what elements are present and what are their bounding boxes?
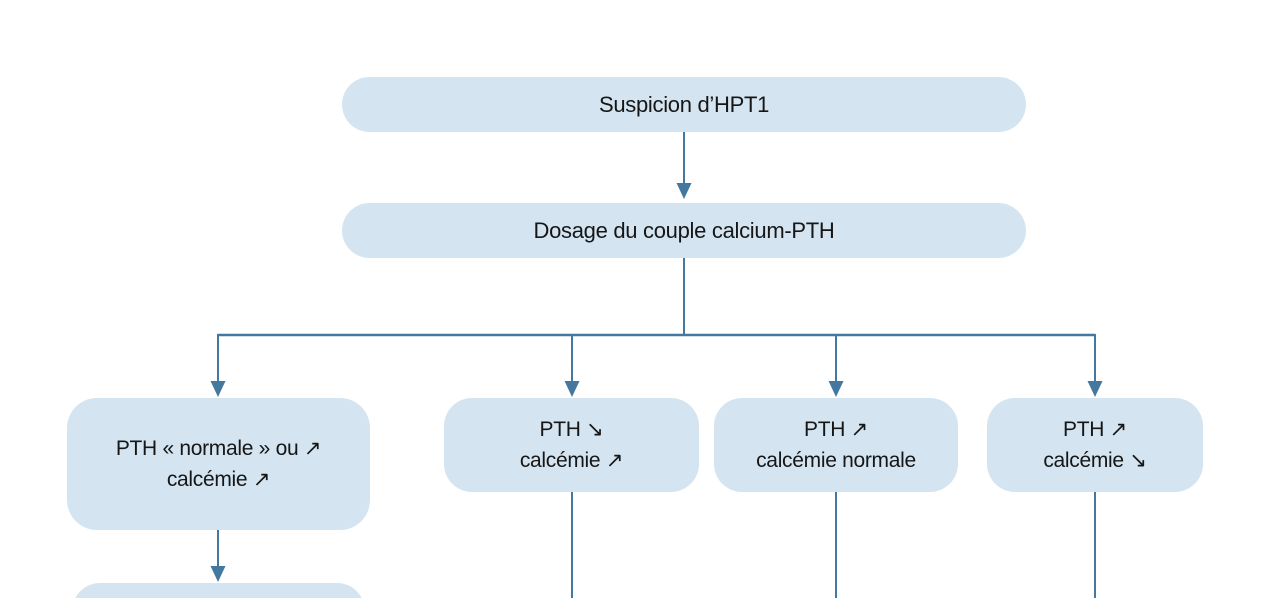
node-label-line2: calcémie normale	[756, 449, 916, 472]
node-branch1-child-partial	[72, 583, 365, 598]
node-label-line2: calcémie ↗	[166, 468, 271, 491]
arrowhead-down-icon	[210, 381, 226, 397]
node-pth-haute-calcemie-basse: PTH ↗ calcémie ↘	[987, 398, 1203, 492]
node-pth-normale-calcemie-haute: PTH « normale » ou ↗ calcémie ↗	[67, 398, 370, 530]
arrowhead-down-icon	[828, 381, 844, 397]
node-label-line1: PTH ↗	[1063, 418, 1127, 441]
node-label-line2: calcémie ↘	[1043, 449, 1147, 472]
arrowhead-down-icon	[1087, 381, 1103, 397]
node-label: Suspicion d’HPT1	[598, 91, 770, 117]
node-label-line1: PTH ↘	[539, 418, 604, 441]
node-label-line2: calcémie ↗	[519, 449, 624, 472]
arrowhead-down-icon	[564, 381, 580, 397]
node-suspicion-hpt1: Suspicion d’HPT1	[342, 77, 1026, 132]
node-pth-haute-calcemie-normale: PTH ↗ calcémie normale	[714, 398, 958, 492]
node-label-line1: PTH « normale » ou ↗	[115, 437, 322, 460]
node-label: Dosage du couple calcium-PTH	[533, 217, 835, 243]
node-pth-basse-calcemie-haute: PTH ↘ calcémie ↗	[444, 398, 699, 492]
node-dosage-calcium-pth: Dosage du couple calcium-PTH	[342, 203, 1026, 258]
node-label-line1: PTH ↗	[804, 418, 868, 441]
arrowhead-down-icon	[676, 183, 692, 199]
arrowhead-down-icon	[210, 566, 226, 582]
